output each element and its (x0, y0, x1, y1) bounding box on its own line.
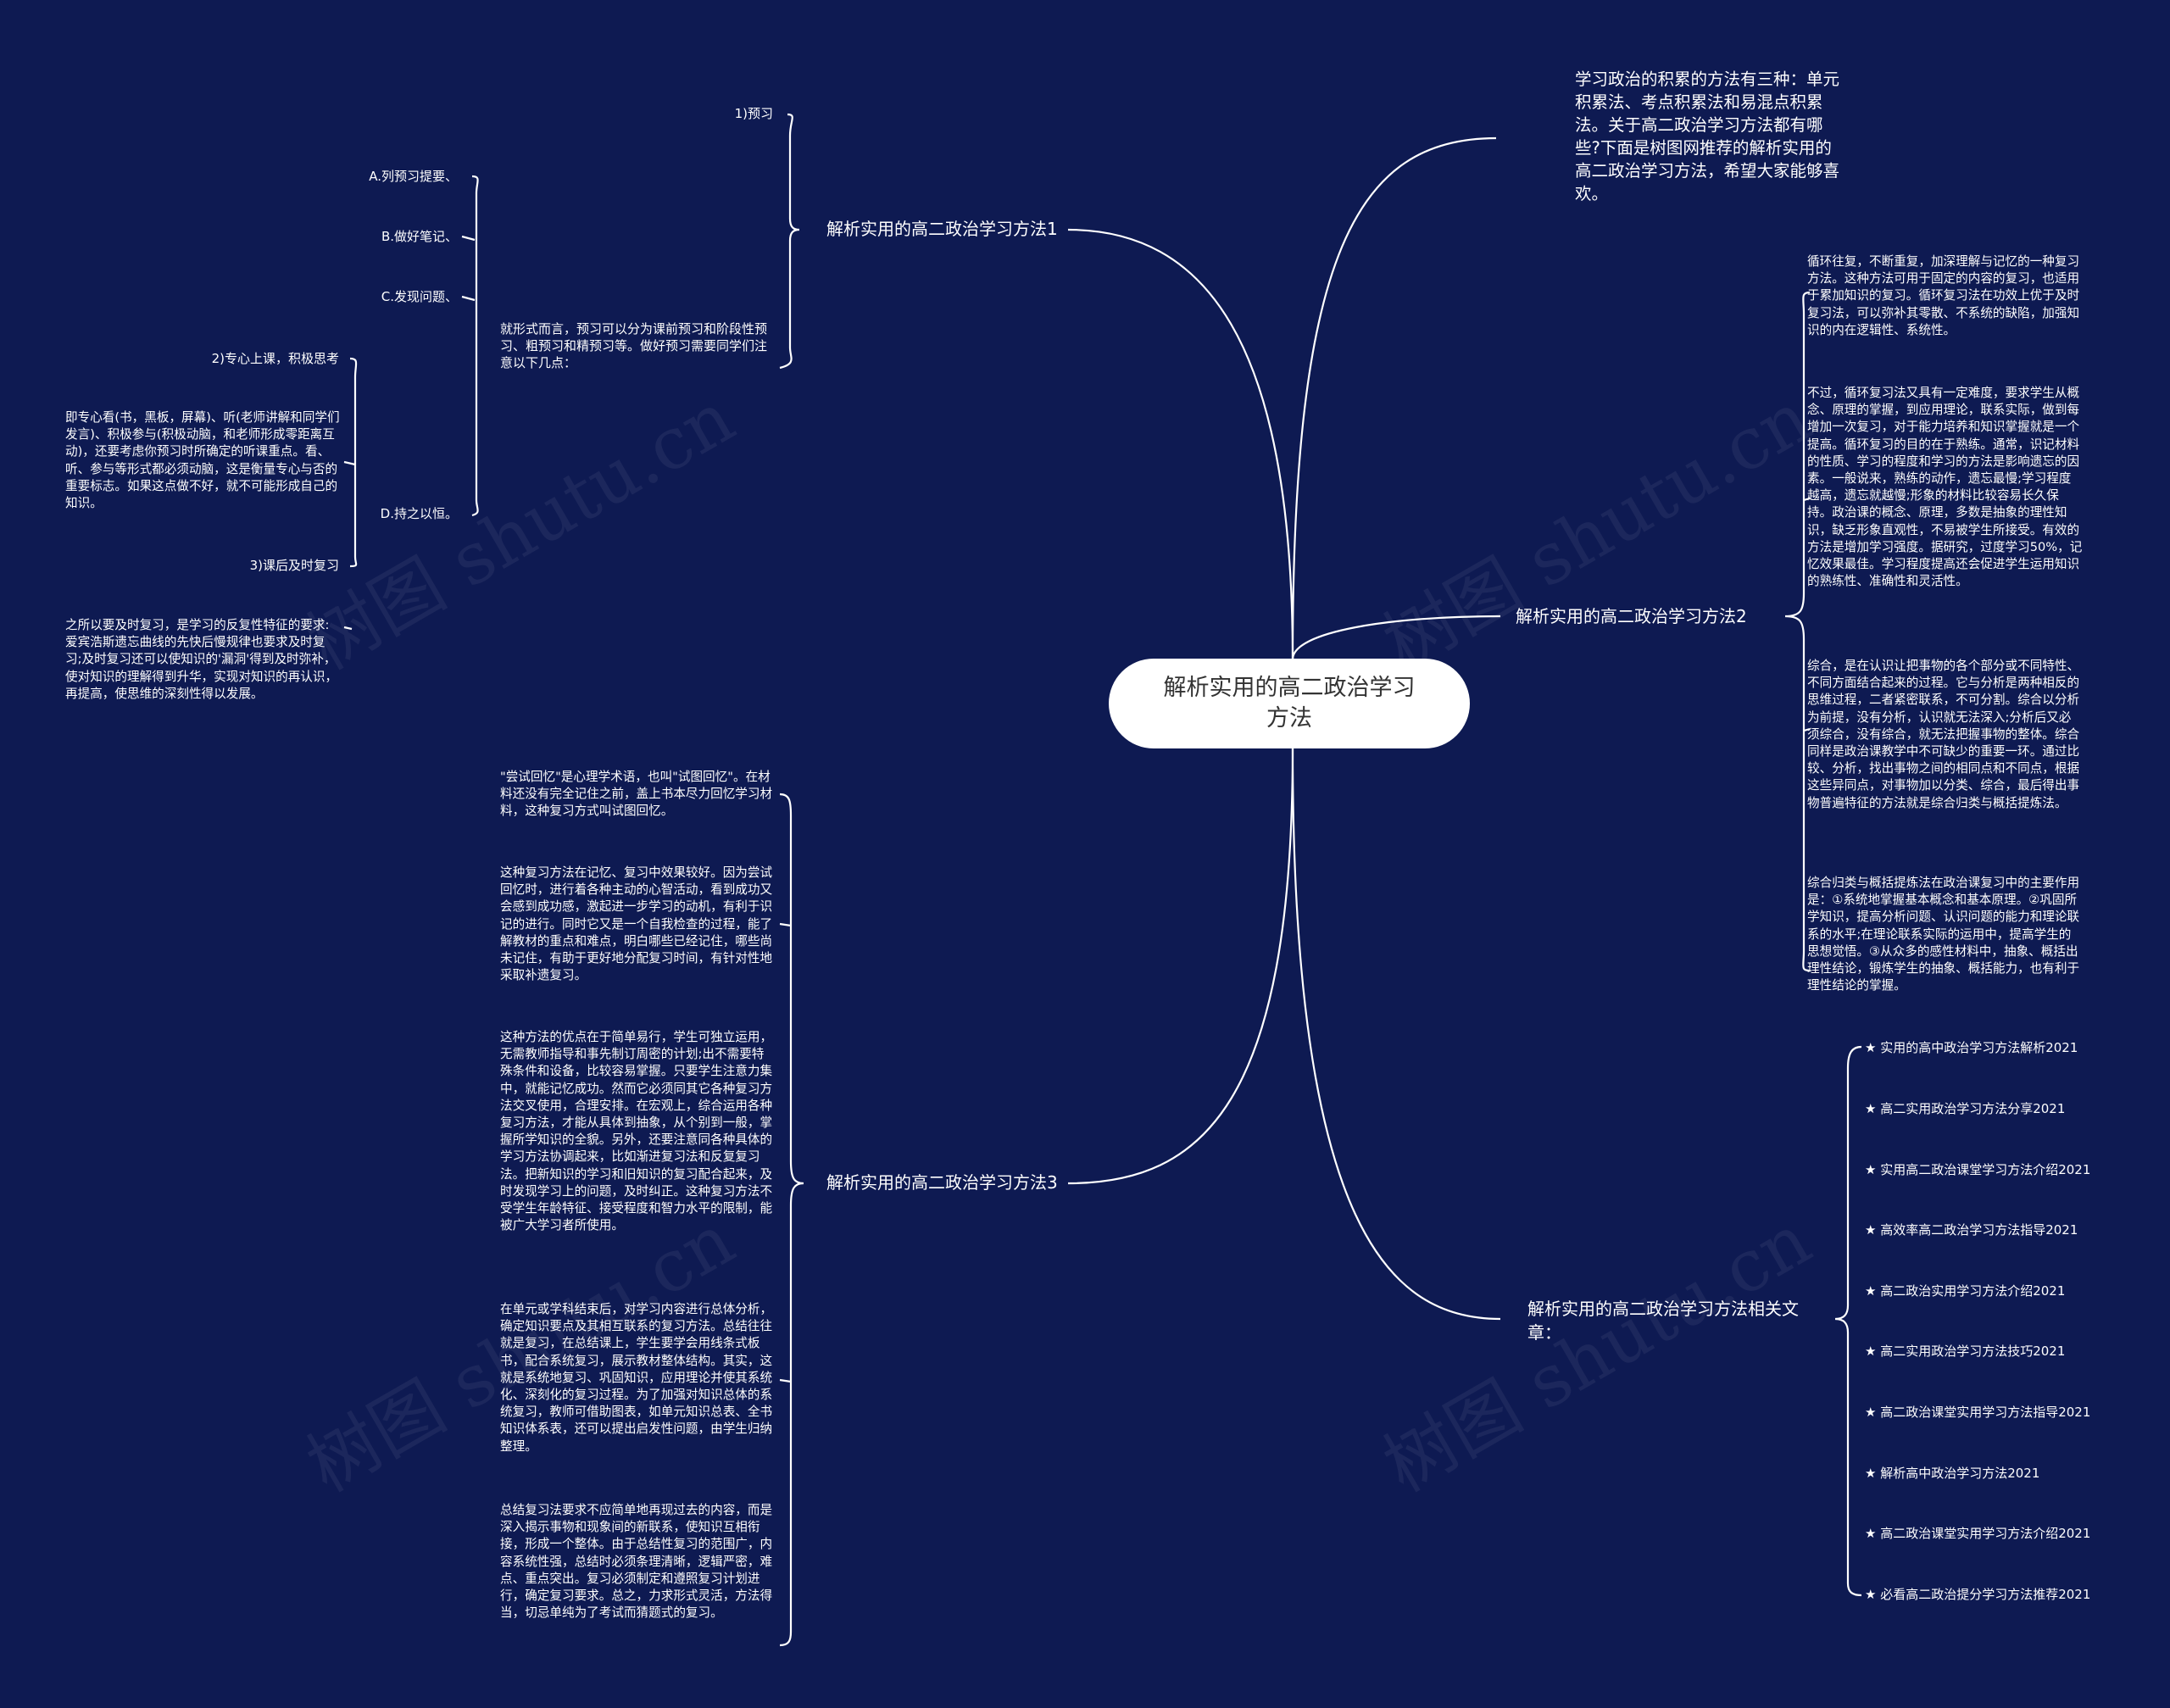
branch2-tick-3 (1803, 727, 1811, 732)
focus-node[interactable]: 2)专心上课，积极思考 (211, 351, 339, 366)
bracket-pt-b (461, 235, 476, 242)
related-link-5[interactable]: ★ 高二政治实用学习方法介绍2021 (1865, 1283, 2066, 1299)
branch2-para-3[interactable]: 综合，是在认识让把事物的各个部分或不同特性、不同方面结合起来的过程。它与分析是两… (1807, 659, 2080, 810)
review-node[interactable]: 3)课后及时复习 (249, 558, 339, 573)
branch2-para-4[interactable]: 综合归类与概括提炼法在政治课复习中的主要作用是：①系统地掌握基本概念和基本原理。… (1807, 876, 2080, 993)
bracket-branch1 (779, 113, 800, 370)
related-link-3[interactable]: ★ 实用高二政治课堂学习方法介绍2021 (1865, 1162, 2091, 1177)
point-b[interactable]: B.做好笔记、 (381, 229, 458, 244)
branch1-summary[interactable]: 就形式而言，预习可以分为课前预习和阶段性预习、粗预习和精预习等。做好预习需要同学… (500, 321, 768, 370)
branch3-para-4[interactable]: 在单元或学科结束后，对学习内容进行总体分析，确定知识要点及其相互联系的复习方法。… (500, 1302, 773, 1454)
connector-root-branch1 (1067, 228, 1294, 660)
root-label: 解析实用的高二政治学习方法 (1163, 675, 1416, 732)
branch3-tick-4 (779, 1378, 792, 1383)
related-link-1[interactable]: ★ 实用的高中政治学习方法解析2021 (1865, 1040, 2078, 1055)
review-text[interactable]: 之所以要及时复习，是学习的反复性特征的要求:爱宾浩斯遗忘曲线的先快后慢规律也要求… (65, 618, 338, 701)
branch3-para-2[interactable]: 这种复习方法在记忆、复习中效果较好。因为尝试回忆时，进行着各种主动的心智活动，看… (500, 865, 773, 983)
branch3-tick-2 (779, 922, 792, 927)
related-link-9[interactable]: ★ 高二政治课堂实用学习方法介绍2021 (1865, 1526, 2091, 1541)
branch3-para-5[interactable]: 总结复习法要求不应简单地再现过去的内容，而是深入揭示事物和现象间的新联系，使知识… (500, 1503, 773, 1621)
connector-root-branch3 (1067, 748, 1294, 1185)
intro-node[interactable]: 学习政治的积累的方法有三种：单元积累法、考点积累法和易混点积累法。关于高二政治学… (1575, 70, 1840, 203)
point-a[interactable]: A.列预习提要、 (369, 169, 458, 184)
branch2-para-2[interactable]: 不过，循环复习法又具有一定难度，要求学生从概念、原理的掌握，到应用理论，联系实际… (1807, 386, 2083, 589)
branch1-node[interactable]: 解析实用的高二政治学习方法1 (826, 219, 1058, 239)
bracket-focus-a (343, 460, 356, 466)
bracket-branch2 (1784, 291, 1811, 972)
branch2-tick-2 (1803, 497, 1811, 502)
branch1-preview[interactable]: 1)预习 (734, 106, 773, 121)
bracket-branch3 (779, 793, 804, 1647)
related-link-7[interactable]: ★ 高二政治课堂实用学习方法指导2021 (1865, 1405, 2091, 1420)
related-link-2[interactable]: ★ 高二实用政治学习方法分享2021 (1865, 1101, 2066, 1116)
related-node[interactable]: 解析实用的高二政治学习方法相关文章： (1527, 1299, 1799, 1343)
connector-root-related (1291, 748, 1501, 1321)
branch3-para-1[interactable]: "尝试回忆"是心理学术语，也叫"试图回忆"。在材料还没有完全记住之前，盖上书本尽… (500, 770, 773, 819)
focus-text[interactable]: 即专心看(书，黑板，屏幕)、听(老师讲解和同学们发言)、积极参与(积极动脑，和老… (65, 410, 340, 511)
point-c[interactable]: C.发现问题、 (381, 289, 458, 304)
related-link-6[interactable]: ★ 高二实用政治学习方法技巧2021 (1865, 1344, 2066, 1359)
root-node[interactable]: 解析实用的高二政治学习方法 (1109, 659, 1470, 748)
point-d[interactable]: D.持之以恒。 (380, 506, 458, 521)
connector-root-branch2 (1291, 615, 1501, 660)
related-link-10[interactable]: ★ 必看高二政治提分学习方法推荐2021 (1865, 1587, 2091, 1602)
related-link-4[interactable]: ★ 高效率高二政治学习方法指导2021 (1865, 1222, 2078, 1238)
bracket-focus-b (343, 626, 353, 631)
bracket-points (471, 175, 479, 517)
branch2-para-1[interactable]: 循环往复，不断重复，加深理解与记忆的一种复习方法。这种方法可用于固定的内容的复习… (1807, 254, 2080, 337)
bracket-related (1834, 1045, 1862, 1597)
bracket-pt-c (461, 295, 476, 302)
related-link-8[interactable]: ★ 解析高中政治学习方法2021 (1865, 1466, 2040, 1481)
branch2-node[interactable]: 解析实用的高二政治学习方法2 (1516, 606, 1747, 626)
bracket-focus (349, 357, 358, 568)
connector-root-intro (1291, 136, 1497, 660)
branch3-node[interactable]: 解析实用的高二政治学习方法3 (826, 1172, 1058, 1193)
branch3-para-3[interactable]: 这种方法的优点在于简单易行，学生可独立运用，无需教师指导和事先制订周密的计划;出… (500, 1030, 773, 1233)
